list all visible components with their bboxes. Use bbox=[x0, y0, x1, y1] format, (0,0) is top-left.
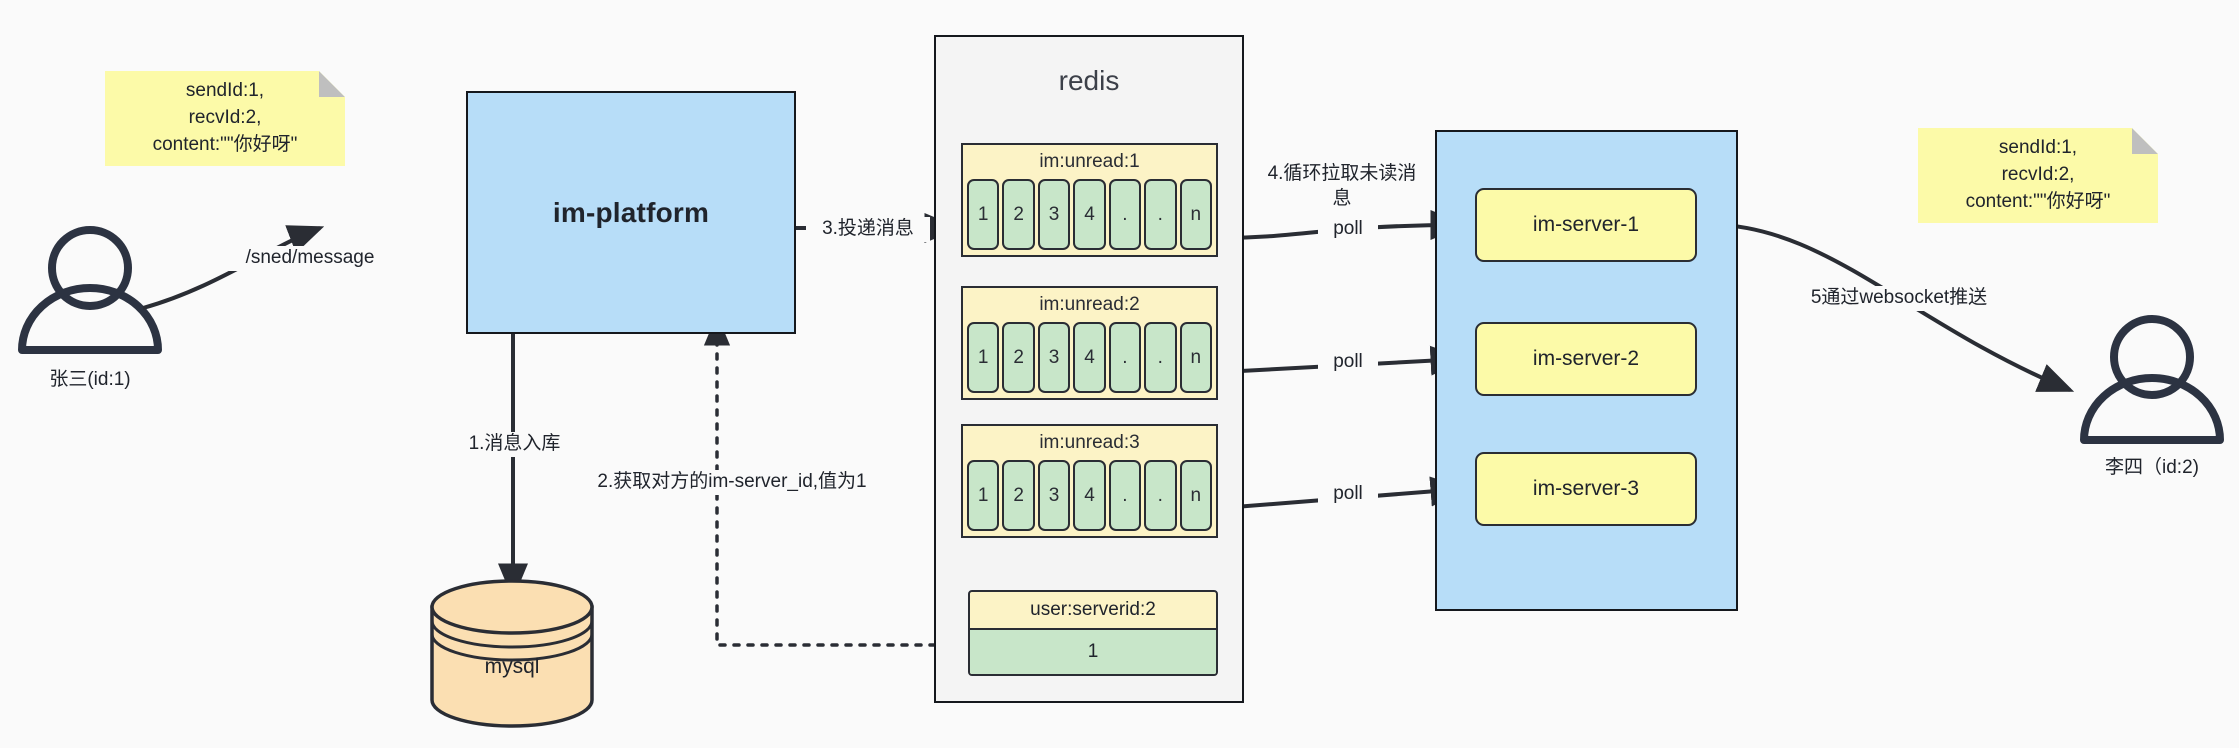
edge-label-step2: 2.获取对方的im-server_id,值为1 bbox=[570, 470, 894, 495]
queue-cell: 2 bbox=[1002, 179, 1035, 250]
mysql-label: mysql bbox=[484, 655, 540, 678]
mysql-cylinder bbox=[430, 579, 594, 728]
edge-label-poll-3: poll bbox=[1318, 482, 1378, 507]
redis-kv-key: user:serverid:2 bbox=[970, 592, 1216, 630]
edge-label-step1: 1.消息入库 bbox=[440, 432, 589, 457]
im-server-2-label: im-server-2 bbox=[1532, 347, 1640, 370]
edge-server1-to-receiver bbox=[1689, 222, 2075, 392]
im-platform-label: im-platform bbox=[552, 196, 710, 228]
redis-queue-im-unread-2[interactable]: im:unread:2 1 2 3 4 . . n bbox=[961, 286, 1218, 400]
im-server-1-label: im-server-1 bbox=[1532, 213, 1640, 236]
queue-cell: . bbox=[1108, 322, 1142, 393]
queue-key-label: im:unread:1 bbox=[1039, 151, 1140, 172]
queue-cell: 1 bbox=[967, 460, 1000, 531]
sender-person-icon bbox=[18, 226, 162, 354]
queue-cell: . bbox=[1108, 460, 1142, 531]
queue-key-label: im:unread:2 bbox=[1039, 294, 1140, 315]
note-left: sendId:1, recvId:2, content:""你好呀" bbox=[105, 71, 345, 166]
queue-cell: 4 bbox=[1073, 460, 1106, 531]
queue-cell: . bbox=[1144, 322, 1177, 393]
queue-cell: 2 bbox=[1002, 460, 1035, 531]
im-server-2-box[interactable]: im-server-2 bbox=[1475, 322, 1697, 396]
queue-cell: 4 bbox=[1073, 322, 1106, 393]
note-right-text: sendId:1, recvId:2, content:""你好呀" bbox=[1965, 137, 2111, 212]
edge-label-step3: 3.投递消息 bbox=[806, 217, 930, 242]
queue-cells: 1 2 3 4 . . n bbox=[963, 179, 1216, 255]
receiver-label: 李四（id:2) bbox=[2105, 457, 2199, 478]
im-server-1-box[interactable]: im-server-1 bbox=[1475, 188, 1697, 262]
note-left-text: sendId:1, recvId:2, content:""你好呀" bbox=[152, 80, 298, 155]
edge-label-send-message: /sned/message bbox=[228, 246, 392, 271]
queue-cells: 1 2 3 4 . . n bbox=[963, 322, 1216, 398]
edge-label-poll-1: poll bbox=[1318, 217, 1378, 242]
redis-queue-im-unread-3[interactable]: im:unread:3 1 2 3 4 . . n bbox=[961, 424, 1218, 538]
im-server-3-box[interactable]: im-server-3 bbox=[1475, 452, 1697, 526]
redis-kv-user-serverid[interactable]: user:serverid:2 1 bbox=[968, 590, 1218, 676]
queue-cell: 1 bbox=[967, 179, 1000, 250]
redis-title: redis bbox=[1058, 65, 1120, 96]
edge-label-step4: 4.循环拉取未读消 息 bbox=[1256, 162, 1428, 212]
im-server-3-label: im-server-3 bbox=[1532, 477, 1640, 500]
queue-cell: n bbox=[1179, 322, 1212, 393]
queue-cell: . bbox=[1108, 179, 1142, 250]
sender-label: 张三(id:1) bbox=[49, 369, 131, 390]
queue-cell: 3 bbox=[1037, 460, 1071, 531]
queue-cell: n bbox=[1179, 179, 1212, 250]
queue-cell: 2 bbox=[1002, 322, 1035, 393]
queue-cell: . bbox=[1144, 179, 1177, 250]
queue-cell: n bbox=[1179, 460, 1212, 531]
queue-cell: 3 bbox=[1037, 179, 1071, 250]
receiver-person-icon bbox=[2080, 315, 2224, 444]
edge-label-poll-2: poll bbox=[1318, 350, 1378, 375]
im-platform-box[interactable]: im-platform bbox=[466, 91, 796, 334]
queue-cell: . bbox=[1144, 460, 1177, 531]
redis-queue-im-unread-1[interactable]: im:unread:1 1 2 3 4 . . n bbox=[961, 143, 1218, 257]
redis-kv-value: 1 bbox=[970, 630, 1216, 674]
queue-cell: 1 bbox=[967, 322, 1000, 393]
queue-cell: 3 bbox=[1037, 322, 1071, 393]
queue-cell: 4 bbox=[1073, 179, 1106, 250]
queue-key-label: im:unread:3 bbox=[1039, 432, 1140, 453]
queue-cells: 1 2 3 4 . . n bbox=[963, 460, 1216, 536]
note-right: sendId:1, recvId:2, content:""你好呀" bbox=[1918, 128, 2158, 223]
edge-label-step5: 5通过websocket推送 bbox=[1782, 286, 2016, 311]
edge-redis-kv-to-platform bbox=[703, 314, 965, 647]
